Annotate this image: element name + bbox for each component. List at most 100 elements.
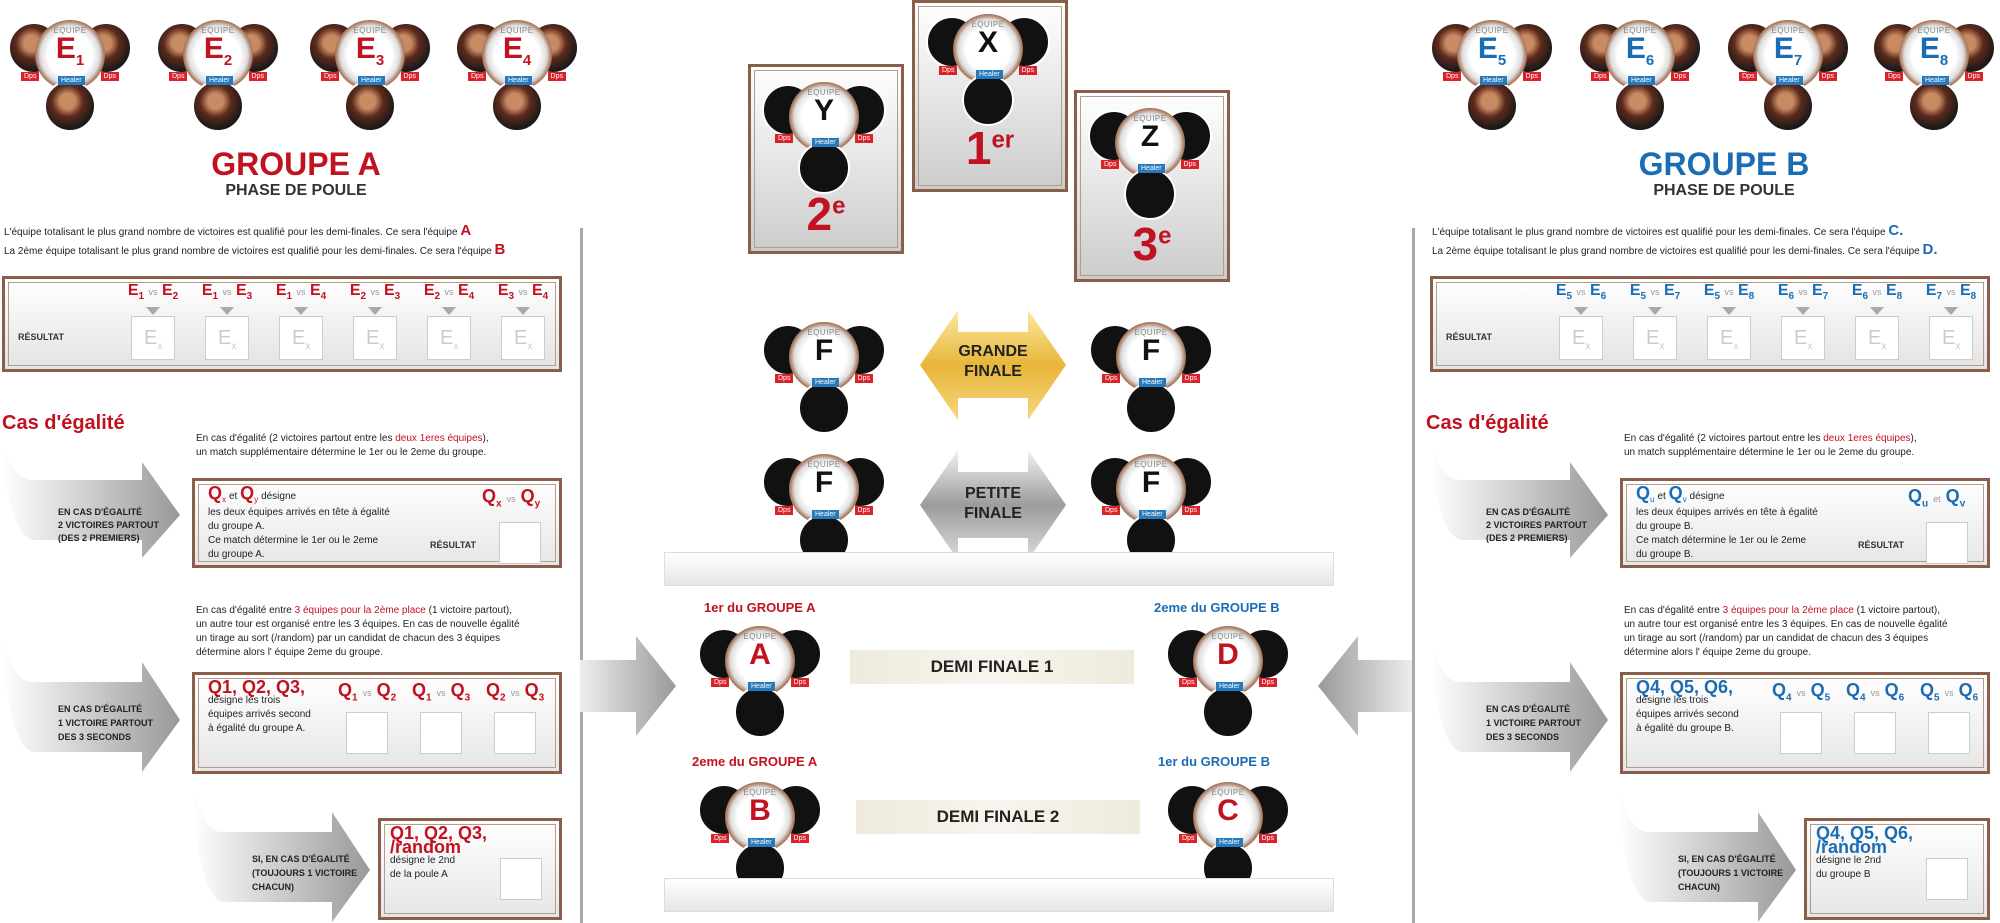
petite-finale-arrow [920, 450, 1066, 560]
match-result-box: Ex [205, 316, 249, 360]
match-pointer [146, 307, 160, 315]
group-a-tie1-desc: En cas d'égalité (2 victoires partout en… [196, 433, 489, 458]
match-result-box: Ex [1781, 316, 1825, 360]
match-result-box: Ex [1633, 316, 1677, 360]
group-a-title: GROUPE A [211, 146, 381, 182]
match-label: E1 vs E4 [275, 282, 327, 303]
group-a-tie3-arrow [192, 782, 370, 922]
match-result-box: Ex [1707, 316, 1751, 360]
group-b-to-semis-arrow [1318, 636, 1414, 736]
match-result-box: Ex [131, 316, 175, 360]
demi-finale-1: DEMI FINALE 1 [850, 650, 1134, 684]
match-pointer [516, 307, 530, 315]
match-result-box: Ex [279, 316, 323, 360]
tie2-match-label: Q4 vs Q5 [1772, 680, 1831, 704]
match-result-box: Ex [353, 316, 397, 360]
group-b-tie-title: Cas d'égalité [1426, 412, 1549, 434]
group-b-rules: L'équipe totalisant le plus grand nombre… [1432, 222, 1938, 258]
group-a-tie2-desc: En cas d'égalité entre 3 équipes pour la… [196, 605, 520, 658]
group-a-subtitle: PHASE DE POULE [225, 182, 367, 199]
group-a-result-label: RÉSULTAT [18, 332, 64, 342]
group-a-tie3-arrow-text: SI, EN CAS D'ÉGALITÉ(TOUJOURS 1 VICTOIRE… [252, 854, 358, 892]
match-pointer [294, 307, 308, 315]
tie2-match-label: Q4 vs Q6 [1846, 680, 1905, 704]
tie2-match-label: Q2 vs Q3 [486, 680, 545, 704]
match-pointer [1722, 307, 1736, 315]
demi-finale-2: DEMI FINALE 2 [856, 800, 1140, 834]
match-pointer [220, 307, 234, 315]
group-b-divider [1412, 228, 1415, 923]
center-bar-top [664, 552, 1334, 586]
tie2-match-label: Q1 vs Q2 [338, 680, 397, 704]
group-b-tie1-arrow [1430, 440, 1608, 558]
tie2-result-box [420, 712, 462, 754]
match-pointer [1574, 307, 1588, 315]
match-label: E2 vs E4 [423, 282, 475, 303]
group-a-tie1-match: Qx vs Qy [482, 486, 541, 510]
group-a-tie1-result-label: RÉSULTAT [430, 540, 476, 550]
semi-d-label: 2eme du GROUPE B [1154, 600, 1280, 615]
group-b-tie1-result-label: RÉSULTAT [1858, 540, 1904, 550]
group-b-result-label: RÉSULTAT [1446, 332, 1492, 342]
match-label: E6 vs E8 [1851, 282, 1903, 303]
group-b-tie1-text: Qu et Qv désigne les deux équipes arrivé… [1636, 483, 1818, 560]
tie2-result-box [346, 712, 388, 754]
group-a-divider [580, 228, 583, 923]
match-label: E5 vs E8 [1703, 282, 1755, 303]
match-pointer [368, 307, 382, 315]
group-a-tie3-result [500, 858, 542, 900]
match-pointer [442, 307, 456, 315]
grande-finale-arrow [920, 310, 1066, 420]
group-a-to-semis-arrow [580, 636, 676, 736]
semi-a-label: 1er du GROUPE A [704, 600, 816, 615]
group-b-tie3-result [1926, 858, 1968, 900]
center-bar-bottom [664, 878, 1334, 912]
match-label: E7 vs E8 [1925, 282, 1977, 303]
tie2-result-box [1928, 712, 1970, 754]
match-label: E6 vs E7 [1777, 282, 1829, 303]
group-a-tie-title: Cas d'égalité [2, 412, 125, 434]
match-result-box: Ex [501, 316, 545, 360]
group-a-tie1-text: Qx et Qy désigne les deux équipes arrivé… [208, 483, 390, 560]
semi-b-label: 2eme du GROUPE A [692, 754, 818, 769]
match-label: E2 vs E3 [349, 282, 401, 303]
group-b-title: GROUPE B [1638, 146, 1810, 182]
group-a-tie1-arrow [2, 440, 180, 558]
group-b-tie1-result [1926, 522, 1968, 564]
tie2-result-box [494, 712, 536, 754]
group-b-tie3-box [1804, 818, 1990, 920]
tie2-result-box [1854, 712, 1896, 754]
match-pointer [1796, 307, 1810, 315]
tie2-result-box [1780, 712, 1822, 754]
match-pointer [1870, 307, 1884, 315]
group-a-tie2-arrow [2, 632, 180, 772]
group-b-tie3-arrow [1618, 782, 1796, 922]
match-result-box: Ex [1855, 316, 1899, 360]
group-b-subtitle: PHASE DE POULE [1653, 182, 1795, 199]
match-label: E5 vs E6 [1555, 282, 1607, 303]
match-result-box: Ex [1929, 316, 1973, 360]
group-a-tie1-result [499, 522, 541, 564]
